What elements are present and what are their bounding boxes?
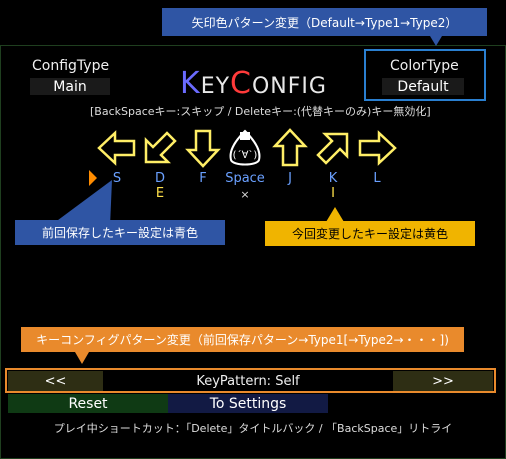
selection-cursor-icon: [89, 170, 97, 186]
config-type-value[interactable]: Main: [30, 78, 110, 95]
onigiri-icon[interactable]: (´∀`): [225, 128, 265, 168]
down-left-arrow-icon[interactable]: [140, 128, 180, 168]
key-label-space[interactable]: Space: [225, 171, 265, 186]
callout-blue-pointer: [50, 180, 112, 226]
color-type-label: ColorType: [390, 58, 459, 74]
key-label-s[interactable]: S: [112, 171, 122, 186]
callout-orange-pointer: [75, 352, 89, 364]
callout-key-pattern: キーコンフィグパターン変更（前回保存パターン→Type1[→Type2→・・・]…: [21, 327, 464, 352]
up-arrow-icon[interactable]: [270, 128, 310, 168]
key-alt-none: ×: [240, 188, 250, 201]
svg-text:(´∀`): (´∀`): [233, 149, 258, 161]
shortcut-footer: プレイ中ショートカット：「Delete」タイトルバック / 「BackSpace…: [53, 422, 453, 435]
callout-pointer: [430, 36, 442, 46]
page-title: KEYCONFIG: [180, 66, 327, 101]
key-label-f[interactable]: F: [199, 171, 207, 186]
next-pattern-button[interactable]: >>: [393, 371, 493, 391]
down-arrow-icon[interactable]: [183, 128, 223, 168]
key-alt-e[interactable]: E: [155, 186, 165, 201]
key-label-d[interactable]: D: [154, 171, 165, 186]
key-hint: [BackSpaceキー:スキップ / Deleteキー:(代替キーのみ)キー無…: [90, 105, 431, 118]
color-type-frame: [364, 49, 486, 101]
callout-arrow-pattern: 矢印色パターン変更（Default→Type1→Type2）: [162, 8, 487, 36]
key-label-l[interactable]: L: [373, 171, 381, 186]
reset-button[interactable]: Reset: [8, 394, 168, 413]
up-right-arrow-icon[interactable]: [313, 128, 353, 168]
to-settings-button[interactable]: To Settings: [168, 394, 328, 413]
config-type-label: ConfigType: [32, 58, 110, 74]
color-type-value[interactable]: Default: [382, 78, 464, 95]
key-label-j[interactable]: J: [288, 171, 292, 186]
left-arrow-icon[interactable]: [97, 128, 137, 168]
key-label-k[interactable]: K: [328, 171, 338, 186]
callout-yellow-pointer: [326, 207, 344, 222]
callout-saved-blue: 前回保存したキー設定は青色: [15, 220, 225, 245]
callout-changed-yellow: 今回変更したキー設定は黄色: [265, 221, 475, 246]
prev-pattern-button[interactable]: <<: [8, 371, 103, 391]
right-arrow-icon[interactable]: [357, 128, 397, 168]
key-pattern-bar: [5, 368, 496, 393]
key-alt-i[interactable]: I: [331, 186, 335, 201]
key-pattern-label: KeyPattern: Self: [196, 373, 300, 389]
